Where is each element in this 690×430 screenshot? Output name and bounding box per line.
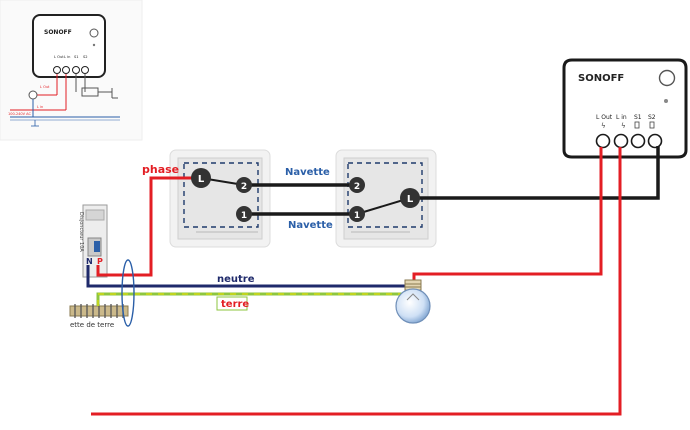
- module-terminal-s2: S2: [648, 114, 656, 121]
- thumbnail-terminal-lin: L in: [64, 55, 70, 59]
- left-switch-l: L: [198, 174, 205, 185]
- lin-wire: [91, 147, 622, 416]
- neutre-label: neutre: [217, 274, 255, 285]
- thumbnail-lamp-label: L Out: [40, 85, 50, 89]
- navette-bottom-label: Navette: [288, 220, 333, 231]
- module-button-icon: [658, 69, 676, 87]
- sonoff-module: SONOFF L Out L in S1 S2 ϟ ϟ: [562, 58, 688, 159]
- earth-wire: [96, 292, 410, 306]
- terre-label-box: [216, 296, 248, 311]
- thumbnail-brand: SONOFF: [44, 29, 72, 36]
- thumbnail-terminal-s2: S2: [83, 55, 88, 59]
- right-switch-t1: 1: [354, 211, 360, 221]
- right-switch-t2: 2: [354, 182, 360, 192]
- left-switch-t2: 2: [241, 182, 247, 192]
- thumbnail-diagram: SONOFF L Out L in S1 S2 L Out L in 100-2…: [0, 0, 143, 141]
- thumbnail-terminal-s1: S1: [74, 55, 79, 59]
- s2-wire: [410, 146, 660, 200]
- thumbnail-terminal-lout: L Out: [54, 55, 64, 59]
- light-bulb-icon: [395, 279, 431, 324]
- phase-wire: [96, 176, 201, 277]
- earth-bar-label: ette de terre: [70, 321, 114, 329]
- earth-bar: ette de terre: [69, 304, 129, 329]
- thumbnail-lamp-icon: [28, 90, 38, 100]
- breaker-n-label: N: [86, 257, 93, 266]
- module-terminal-s1: S1: [634, 114, 642, 121]
- breaker-label: Disjoncteur 10A: [78, 212, 84, 252]
- thumbnail-supply-label: 100-240V AC: [8, 112, 31, 116]
- lamp-out-wire: [412, 147, 603, 282]
- phase-label: phase: [142, 163, 179, 176]
- module-terminal-lout: L Out: [596, 114, 613, 121]
- module-brand: SONOFF: [578, 73, 624, 84]
- left-switch-t1: 1: [241, 211, 247, 221]
- neutral-wire: [86, 265, 410, 288]
- switch-left-mechanism: L 2 1: [191, 168, 252, 222]
- breaker-p-label: P: [97, 257, 103, 266]
- circuit-breaker: Disjoncteur 10A N P: [78, 204, 108, 278]
- switch-left: [169, 149, 271, 248]
- terre-label: terre: [221, 299, 249, 310]
- switch-right-mechanism: L 2 1: [349, 177, 420, 222]
- navette-top-label: Navette: [285, 167, 330, 178]
- right-switch-l: L: [407, 194, 414, 205]
- thumbnail-lin-label: L in: [37, 105, 43, 109]
- svg-text:ϟ: ϟ: [621, 122, 626, 130]
- svg-text:ϟ: ϟ: [601, 122, 606, 130]
- module-terminal-lin: L in: [616, 114, 627, 121]
- wires: [86, 146, 660, 416]
